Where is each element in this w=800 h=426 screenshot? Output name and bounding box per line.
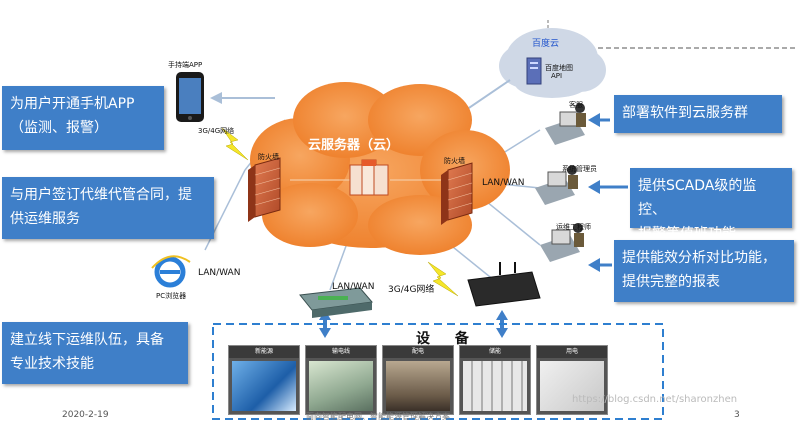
- callout-line: 提供SCADA级的监控、: [638, 178, 757, 218]
- callout-line: 提供能效分析对比功能，: [622, 250, 776, 266]
- lightning-icon: [221, 127, 249, 161]
- baidu-map-label: 百度地图: [545, 64, 573, 72]
- device-thumb-consumption: 用电: [536, 345, 608, 415]
- devices-title: 设 备: [416, 331, 479, 347]
- solar-panel-image: [232, 361, 296, 411]
- socket-image: [540, 361, 604, 411]
- server-cluster-icon: [349, 159, 389, 196]
- device-thumb-label: 输电线: [306, 346, 376, 358]
- pc-browser-label: PC浏览器: [156, 292, 187, 300]
- callout-line: 专业技术技能: [10, 356, 94, 372]
- callout-line: （监测、报警）: [10, 120, 108, 136]
- phone-label: 手持端APP: [168, 61, 203, 69]
- lan-wan-left-label: LAN/WAN: [198, 268, 241, 278]
- device-frame: [212, 323, 664, 420]
- gateway-device-icon: [467, 262, 541, 307]
- firewall-left-icon: [248, 157, 281, 222]
- storage-cabinet-image: [463, 361, 527, 411]
- page-number: 3: [734, 410, 740, 420]
- callout-maintenance-contract: 与用户签订代维代管合同，提 供运维服务: [2, 177, 214, 239]
- workstation-icon: [545, 103, 586, 145]
- workstation-icon: [540, 223, 584, 262]
- callout-app-service: 为用户开通手机APP （监测、报警）: [2, 86, 164, 150]
- device-thumb-label: 配电: [383, 346, 453, 358]
- browser-icon: [151, 255, 191, 288]
- device-thumb-storage: 储能: [459, 345, 531, 415]
- device-thumb-solar: 新能源: [228, 345, 300, 415]
- lan-wan-bottom-label: LAN/WAN: [332, 282, 375, 292]
- distribution-image: [386, 361, 450, 411]
- callout-offline-team: 建立线下运维队伍，具备 专业技术技能: [2, 322, 188, 384]
- callout-deploy-cloud: 部署软件到云服务群: [614, 95, 782, 133]
- callout-line: 报警等值班功能: [638, 226, 736, 242]
- callout-line: 建立线下运维队伍，具备: [10, 332, 164, 348]
- footer-subtitle: 面向智能配电网、智能能源管理解决方案: [306, 412, 450, 421]
- device-thumb-label: 储能: [460, 346, 530, 358]
- workstation-icon: [535, 165, 578, 205]
- watermark-url: https://blog.csdn.net/sharonzhen: [572, 394, 738, 405]
- callout-energy-analysis: 提供能效分析对比功能， 提供完整的报表: [614, 240, 794, 302]
- device-thumb-transmission: 输电线: [305, 345, 377, 415]
- callout-line: 为用户开通手机APP: [10, 96, 135, 112]
- device-thumb-label: 用电: [537, 346, 607, 358]
- cloud-server-title: 云服务器（云）: [308, 138, 400, 153]
- firewall-right-icon: [441, 162, 473, 225]
- phone-icon: [176, 72, 204, 122]
- device-thumb-label: 新能源: [229, 346, 299, 358]
- callout-scada-monitoring: 提供SCADA级的监控、 报警等值班功能: [630, 168, 792, 242]
- role-service-label: 客服: [569, 101, 583, 109]
- callout-line: 提供完整的报表: [622, 274, 720, 290]
- baidu-api-label: API: [551, 72, 563, 80]
- device-thumb-distribution: 配电: [382, 345, 454, 415]
- api-server-icon: [526, 57, 542, 85]
- footer-date: 2020-2-19: [62, 410, 109, 420]
- baidu-cloud-title: 百度云: [532, 39, 560, 49]
- callout-line: 部署软件到云服务群: [622, 105, 748, 121]
- role-engineer-label: 运维工程师: [556, 223, 591, 231]
- transmission-line-image: [309, 361, 373, 411]
- lightning-icon: [427, 261, 459, 297]
- network-3g4g-top-label: 3G/4G网络: [198, 127, 235, 135]
- callout-line: 与用户签订代维代管合同，提: [10, 187, 192, 203]
- callout-line: 供运维服务: [10, 211, 80, 227]
- gateway-device-icon: [299, 287, 373, 318]
- lan-wan-right-label: LAN/WAN: [482, 178, 525, 188]
- firewall-left-label: 防火墙: [258, 153, 279, 161]
- network-3g4g-bottom-label: 3G/4G网络: [388, 285, 435, 295]
- firewall-right-label: 防火墙: [444, 157, 465, 165]
- role-sysadmin-label: 系统管理员: [562, 165, 597, 173]
